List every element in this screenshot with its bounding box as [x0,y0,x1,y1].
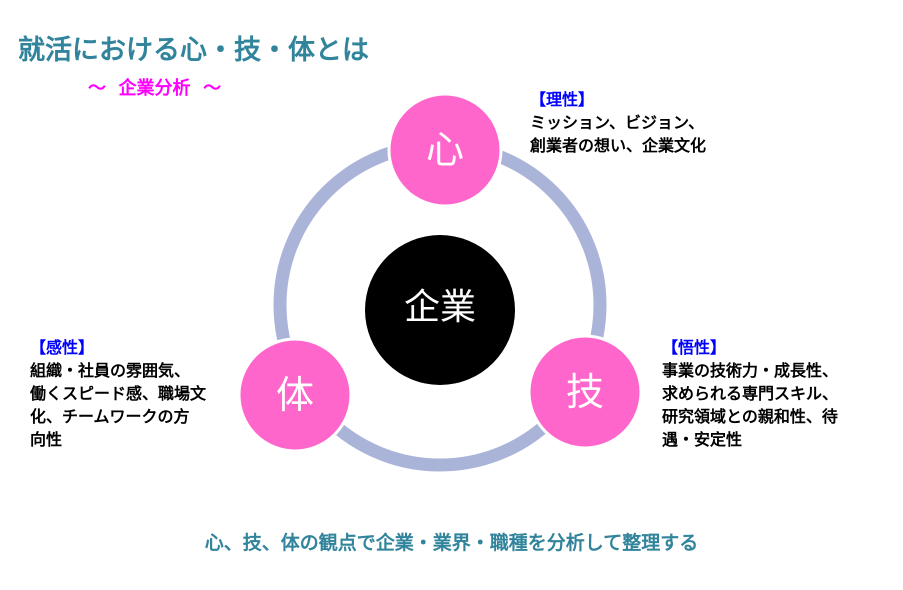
footer-summary: 心、技、体の観点で企業・業界・職種を分析して整理する [204,532,699,554]
node-label-karada: 体 [275,373,314,417]
karada-line: 向性 [30,430,63,449]
karada-line: 化、チームワークの方 [30,407,190,426]
node-circle-karada [237,337,353,453]
karada-line: 働くスピード感、職場文 [30,384,207,403]
node-circle-kokoro [387,92,503,208]
center-circle [365,235,515,385]
kokoro-description: 【理性】 ミッション、ビジョン、 創業者の想い、企業文化 [530,88,706,157]
karada-heading: 【感性】 [30,338,95,357]
node-label-waza: 技 [565,370,604,414]
waza-description: 【悟性】 事業の技術力・成長性、 求められる専門スキル、 研究領域との親和性、待… [662,336,838,451]
kokoro-line: 創業者の想い、企業文化 [530,136,707,155]
slide-subtitle: ～ 企業分析 ～ [88,78,222,99]
waza-line: 遇・安定性 [662,430,743,449]
kokoro-line: ミッション、ビジョン、 [530,113,705,132]
waza-line: 事業の技術力・成長性、 [662,361,839,380]
waza-heading: 【悟性】 [662,338,727,357]
node-circle-waza [527,334,643,450]
waza-line: 研究領域との親和性、待 [662,407,838,426]
karada-line: 組織・社員の雰囲気、 [30,361,191,380]
slide-title: 就活における心・技・体とは [18,35,369,66]
node-label-kokoro: 心 [425,128,464,172]
karada-description: 【感性】 組織・社員の雰囲気、 働くスピード感、職場文 化、チームワークの方 向… [30,336,206,451]
waza-line: 求められる専門スキル、 [662,384,839,403]
kokoro-heading: 【理性】 [530,90,595,109]
center-label: 企業 [403,287,476,328]
